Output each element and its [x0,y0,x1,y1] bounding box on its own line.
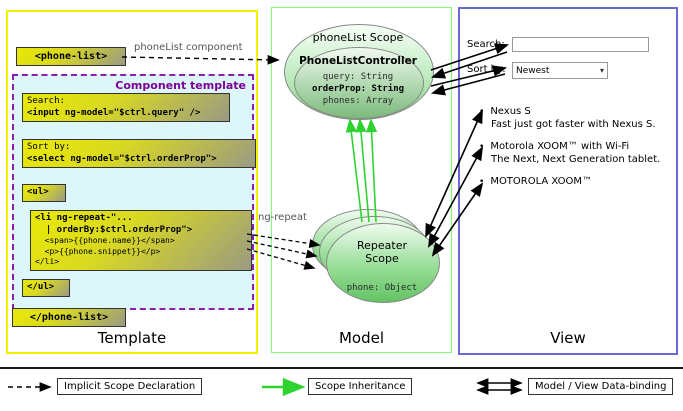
sort-select-value: Newest [516,65,550,76]
item-title: Motorola XOOM™ with Wi-Fi [490,141,630,152]
dropdown-arrow-icon: ▾ [599,66,604,75]
template-caption: Template [97,329,167,347]
view-search-label: Search: [467,39,505,50]
controller-ellipse [294,47,424,119]
li-code-line: <p>{{phone.snippet}}</p> [35,246,161,256]
component-template-title: Component template [115,79,246,92]
bullet-icon: • [479,142,485,152]
phone-list-open-tag: <phone-list> [16,47,126,66]
controller-prop-orderprop: orderProp: String [311,84,405,94]
li-code-line: | orderBy:$ctrl.orderProp"> [35,224,193,235]
legend-scope-inheritance: Scope Inheritance [308,378,413,395]
search-code-box: Search: <input ng-model="$ctrl.query" /> [22,93,230,123]
controller-prop-query: query: String [322,72,394,82]
legend-implicit-scope: Implicit Scope Declaration [57,378,203,395]
li-code-line: <span>{{phone.name}}</span> [35,236,175,246]
li-repeat-code-box: <li ng-repeat-"... | orderBy:$ctrl.order… [30,210,252,271]
sort-code-line: <select ng-model="$ctrl.orderProp"> [27,153,217,164]
model-caption: Model [338,329,385,347]
bullet-icon: • [479,107,485,117]
view-sort-label: Sort by: [467,64,506,75]
view-list-item: • Nexus S Fast just got faster with Nexus… [479,106,656,130]
bullet-icon: • [479,177,485,187]
view-list-item: • MOTOROLA XOOM™ [479,176,592,187]
search-code-line: <input ng-model="$ctrl.query" /> [27,107,201,118]
sort-code-label: Sort by: [27,142,71,152]
item-desc: Fast just got faster with Nexus S. [491,119,656,130]
phonelist-component-arrow-label: phoneList component [134,42,243,53]
sort-select[interactable]: Newest ▾ [512,62,608,79]
li-code-line: <li ng-repeat-"... [35,213,133,223]
ul-close-code: </ul> [22,279,70,297]
ng-repeat-arrow-label: ng-repeat [258,212,307,223]
view-caption: View [550,329,586,347]
view-list-item: • Motorola XOOM™ with Wi-Fi The Next, Nex… [479,141,660,165]
repeater-scope-title-line1: Repeater [356,239,407,252]
controller-title: PhoneListController [299,55,417,67]
repeater-scope-ellipse-front [326,223,440,303]
item-title: Nexus S [490,106,531,117]
controller-prop-phones: phones: Array [322,96,394,106]
search-input[interactable] [512,37,649,52]
legend-data-binding: Model / View Data-binding [528,378,674,395]
phone-list-close-tag: </phone-list> [12,308,126,327]
sort-code-box: Sort by: <select ng-model="$ctrl.orderPr… [22,139,256,169]
search-code-label: Search: [27,96,65,106]
li-code-line: </li> [35,257,60,267]
item-title: MOTOROLA XOOM™ [490,176,593,187]
repeater-scope-title-line2: Scope [365,252,399,265]
phonelist-scope-title: phoneList Scope [312,31,404,44]
repeater-scope-prop: phone: Object [346,283,418,293]
ul-open-code: <ul> [22,184,66,202]
item-desc: The Next, Next Generation tablet. [491,154,661,165]
